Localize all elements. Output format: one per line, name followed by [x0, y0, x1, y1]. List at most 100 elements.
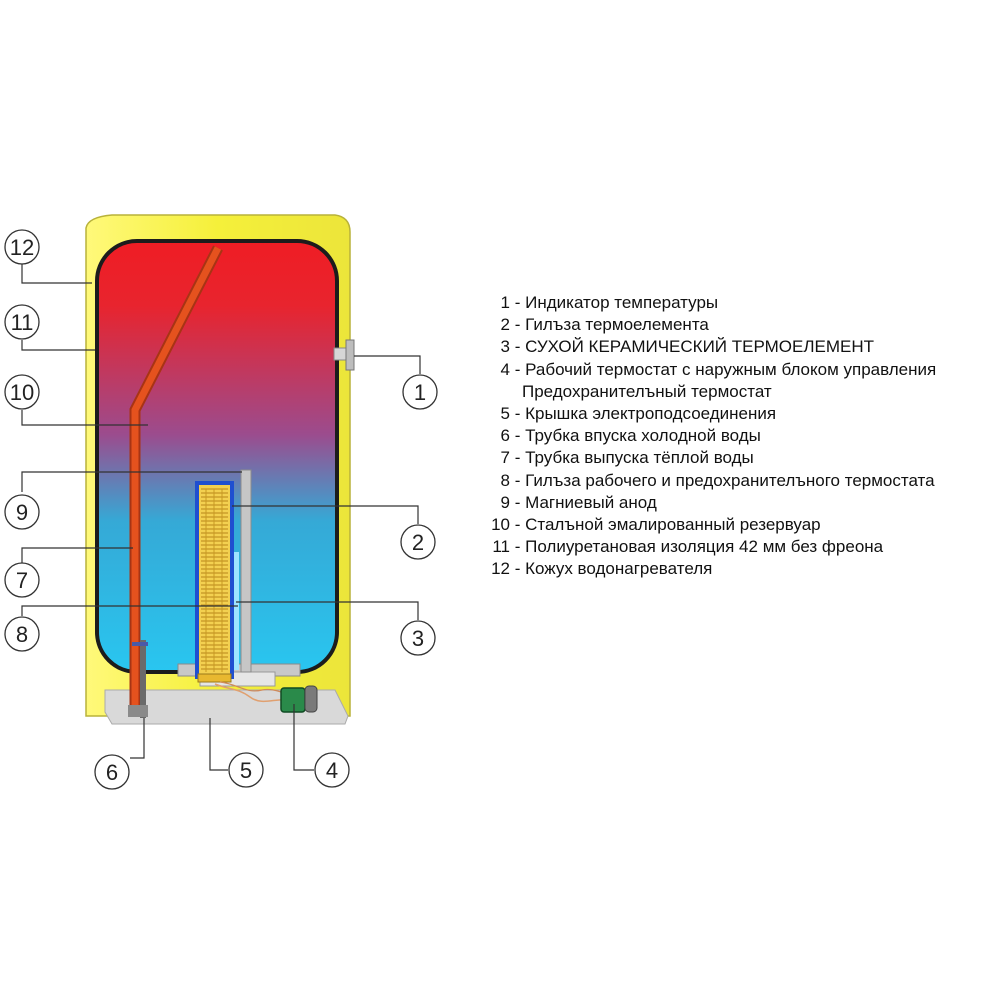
callout-number: 7	[16, 568, 28, 593]
legend-item: 8 - Гилъза рабочего и предохранителъного…	[488, 470, 936, 492]
legend-item: 7 - Трубка выпуска тёплой воды	[488, 447, 936, 469]
callout-number: 1	[414, 380, 426, 405]
leader-10	[21, 410, 148, 426]
anode-lower	[234, 552, 239, 670]
callout-1: 1	[402, 374, 438, 410]
callout-number: 4	[326, 758, 338, 783]
legend-number: 3	[500, 337, 510, 357]
callout-circle	[4, 494, 40, 530]
callout-number: 6	[106, 760, 118, 785]
leader-2	[232, 505, 419, 524]
callout-number: 12	[10, 235, 34, 260]
leader-11	[21, 340, 95, 351]
callout-number: 11	[11, 310, 34, 335]
legend-number: 1	[500, 293, 510, 312]
callout-8: 8	[4, 616, 40, 652]
legend-item: 12 - Кожух водонагревателя	[488, 558, 936, 580]
callout-4: 4	[314, 752, 350, 788]
legend-separator: -	[510, 515, 526, 535]
warm-water-pipe-inner	[131, 246, 222, 716]
callout-circle	[4, 304, 40, 340]
legend-item: 11 - Полиуретановая изоляция 42 мм без ф…	[488, 536, 936, 558]
legend-separator: -	[510, 448, 526, 468]
callout-3: 3	[400, 620, 436, 656]
legend-separator: -	[510, 293, 526, 312]
leader-8	[21, 605, 238, 616]
legend-item: 6 - Трубка впуска холодной воды	[488, 425, 936, 447]
legend-separator: -	[510, 537, 526, 557]
legend-separator: -	[510, 337, 526, 357]
legend-number: 6	[500, 426, 510, 446]
callout-circle	[402, 374, 438, 410]
legend-item: Предохранителъный термостат	[488, 381, 936, 403]
legend-item: 4 - Рабочий термостат с наружным блоком …	[488, 359, 937, 381]
legend-text: Рабочий термостат с наружным блоком упра…	[525, 359, 937, 379]
callout-number: 5	[240, 758, 252, 783]
callout-circle	[4, 374, 40, 410]
element-base	[197, 673, 232, 683]
cold-water-pipe	[140, 640, 146, 718]
legend-number: 12	[491, 559, 510, 579]
legend-number: 4	[500, 359, 510, 379]
inlet-marker	[132, 642, 148, 646]
callout-10: 10	[4, 374, 40, 410]
legend-text: Магниевый анод	[525, 492, 657, 512]
legend-item: 3 - СУХОЙ КЕРАМИЧЕСКИЙ ТЕРМОЕЛЕМЕНТ	[488, 336, 936, 358]
callout-circle	[400, 524, 436, 560]
leader-1	[354, 355, 421, 374]
callout-number: 3	[412, 626, 424, 651]
legend-text: СУХОЙ КЕРАМИЧЕСКИЙ ТЕРМОЕЛЕМЕНТ	[525, 337, 874, 357]
legend-text: Предохранителъный термостат	[522, 381, 772, 401]
callout-circle	[94, 754, 130, 790]
legend-separator: -	[510, 315, 526, 335]
legend-text: Гилъза рабочего и предохранителъного тер…	[525, 470, 935, 490]
legend-text: Трубка выпуска тёплой воды	[525, 448, 754, 468]
callout-12: 12	[4, 229, 40, 265]
magnesium-anode	[240, 469, 252, 673]
ceramic-element-coil	[201, 488, 228, 672]
legend-number: 10	[491, 515, 510, 535]
legend-text: Индикатор температуры	[525, 293, 719, 312]
callout-5: 5	[228, 752, 264, 788]
thermostat-knob	[304, 685, 318, 713]
legend-number: 9	[500, 492, 510, 512]
thermostat-wires	[214, 683, 289, 703]
legend-separator: -	[510, 559, 526, 579]
callout-circle	[400, 620, 436, 656]
callout-6: 6	[94, 754, 130, 790]
legend-item: 2 - Гилъза термоелемента	[488, 314, 936, 336]
legend-number: 2	[500, 315, 510, 335]
legend-number: 7	[500, 448, 510, 468]
callout-7: 7	[4, 562, 40, 598]
legend-text: Крышка электроподсоединения	[525, 404, 777, 424]
legend-text: Сталъной эмалированный резервуар	[525, 515, 821, 535]
callout-circle	[228, 752, 264, 788]
cold-inlet-foot	[128, 705, 148, 717]
callout-circle	[4, 562, 40, 598]
legend-text: Гилъза термоелемента	[525, 315, 709, 335]
leader-12	[21, 264, 92, 284]
legend-text: Кожух водонагревателя	[525, 559, 713, 579]
callout-circle	[314, 752, 350, 788]
legend-item: 5 - Крышка электроподсоединения	[488, 403, 936, 425]
legend-separator: -	[510, 426, 526, 446]
callout-number: 9	[16, 500, 28, 525]
leader-5	[209, 718, 228, 771]
legend-number: 5	[500, 404, 510, 424]
callout-9: 9	[4, 494, 40, 530]
callout-circle	[4, 616, 40, 652]
callout-number: 8	[16, 622, 28, 647]
leader-6	[130, 718, 145, 759]
callout-circle	[4, 229, 40, 265]
legend-text: Трубка впуска холодной воды	[525, 426, 761, 446]
temperature-indicator-cap	[345, 339, 355, 371]
legend-number: 11	[492, 537, 510, 557]
legend-item: 9 - Магниевый анод	[488, 492, 936, 514]
callout-number: 2	[412, 530, 424, 555]
legend-separator: -	[510, 359, 526, 379]
leader-9	[21, 471, 242, 492]
leader-3	[236, 601, 419, 620]
thermostat-body	[280, 687, 306, 713]
legend-item: 1 - Индикатор температуры	[488, 292, 936, 314]
